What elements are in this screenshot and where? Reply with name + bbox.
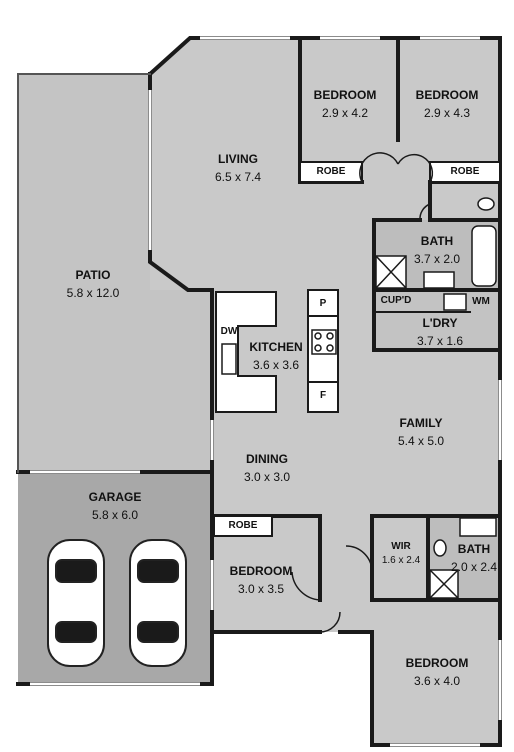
room-name: KITCHEN — [249, 340, 303, 354]
room-dims: 3.0 x 3.0 — [243, 470, 291, 484]
room-dims: 3.6 x 3.6 — [252, 358, 300, 372]
room-name: BEDROOM — [415, 88, 479, 102]
room-name: BATH — [457, 542, 491, 556]
room-bedroom-3: BEDROOM 3.0 x 3.5 — [216, 562, 306, 598]
room-dims: 5.4 x 5.0 — [397, 434, 445, 448]
room-bedroom-1: BEDROOM 2.9 x 4.2 — [300, 86, 390, 122]
windows — [30, 36, 502, 747]
robe-label-3: ROBE — [228, 520, 258, 531]
doors — [291, 152, 434, 633]
room-name: LIVING — [217, 152, 258, 166]
room-name: PATIO — [75, 268, 111, 282]
room-bath-main: BATH 3.7 x 2.0 — [392, 232, 482, 268]
room-bath-ensuite: BATH 2.0 x 2.4 — [444, 540, 504, 576]
patio-floor — [18, 74, 210, 472]
cars — [47, 539, 187, 667]
room-wir: WIR 1.6 x 2.4 — [376, 540, 426, 568]
washing-machine-label: WM — [472, 296, 490, 307]
room-dims: 3.7 x 2.0 — [413, 252, 461, 266]
room-dims: 5.8 x 6.0 — [91, 508, 139, 522]
room-name: BEDROOM — [405, 656, 469, 670]
toilet — [477, 197, 495, 211]
room-kitchen: KITCHEN 3.6 x 3.6 — [240, 338, 312, 374]
cupboard-label: CUP'D — [380, 295, 412, 306]
room-name: BEDROOM — [229, 564, 293, 578]
room-dining: DINING 3.0 x 3.0 — [222, 450, 312, 486]
pantry-label: P — [319, 298, 327, 309]
room-dims: 5.8 x 12.0 — [66, 286, 120, 300]
ensuite-toilet — [433, 539, 447, 557]
robe-label-2: ROBE — [450, 166, 480, 177]
room-living: LIVING 6.5 x 7.4 — [193, 150, 283, 186]
kitchen-sink — [221, 343, 237, 375]
room-family: FAMILY 5.4 x 5.0 — [376, 414, 466, 450]
ensuite-vanity — [459, 517, 497, 537]
room-garage: GARAGE 5.8 x 6.0 — [70, 488, 160, 524]
room-name: L'DRY — [422, 316, 458, 330]
room-laundry: L'DRY 3.7 x 1.6 — [390, 314, 490, 350]
room-bedroom-2: BEDROOM 2.9 x 4.3 — [402, 86, 492, 122]
laundry-tub — [443, 293, 467, 311]
fridge-label: F — [319, 390, 327, 401]
room-dims: 3.7 x 1.6 — [416, 334, 464, 348]
room-bedroom-4: BEDROOM 3.6 x 4.0 — [392, 654, 482, 690]
room-dims: 3.6 x 4.0 — [413, 674, 461, 688]
room-dims: 2.9 x 4.3 — [423, 106, 471, 120]
room-name: GARAGE — [88, 490, 142, 504]
room-patio: PATIO 5.8 x 12.0 — [48, 266, 138, 302]
room-name: BEDROOM — [313, 88, 377, 102]
room-name: FAMILY — [399, 416, 443, 430]
laundry-floor — [374, 290, 498, 350]
bathtub — [471, 225, 497, 287]
car-right-icon — [129, 539, 187, 667]
robe-label-1: ROBE — [316, 166, 346, 177]
dishwasher-label: DW — [220, 326, 238, 337]
room-dims: 2.9 x 4.2 — [321, 106, 369, 120]
car-left-icon — [47, 539, 105, 667]
room-dims: 2.0 x 2.4 — [450, 560, 498, 574]
room-name: WIR — [391, 541, 411, 552]
vanity — [423, 271, 455, 289]
room-dims: 6.5 x 7.4 — [214, 170, 262, 184]
room-name: DINING — [246, 452, 288, 466]
fixtures — [221, 197, 497, 599]
room-dims: 3.0 x 3.5 — [237, 582, 285, 596]
room-name: BATH — [420, 234, 454, 248]
room-dims: 1.6 x 2.4 — [381, 555, 421, 566]
